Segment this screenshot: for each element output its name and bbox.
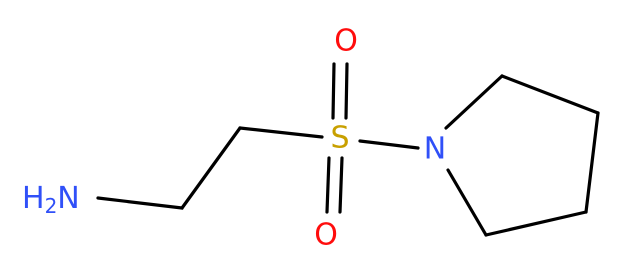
- atom-sulfur: S: [330, 121, 349, 156]
- bond-c1-c2: [180, 126, 242, 210]
- bond-layer: [96, 62, 600, 237]
- bond-amine-c1: [96, 196, 184, 210]
- atom-oxygen-top: O: [334, 24, 358, 59]
- bond-ring-r2-r3: [584, 111, 600, 214]
- bond-sulfur-oxygen-bottom-b: [338, 156, 344, 214]
- bond-sulfur-ring-nitrogen: [358, 139, 420, 150]
- bond-sulfur-oxygen-top-a: [331, 62, 336, 120]
- atom-amine: H2N: [22, 181, 80, 218]
- atom-amine-subscript: 2: [45, 194, 58, 218]
- atom-amine-n: N: [57, 181, 79, 216]
- bond-ring-r4-n: [446, 168, 488, 237]
- bond-c2-sulfur: [238, 126, 324, 139]
- atom-label-layer: H2N S O O N: [22, 24, 446, 253]
- bond-ring-r3-r4: [484, 210, 588, 237]
- bond-ring-n-r1: [444, 74, 504, 130]
- bond-sulfur-oxygen-top-b: [344, 62, 349, 120]
- atom-amine-h: H: [22, 181, 45, 216]
- atom-oxygen-bottom: O: [314, 218, 338, 253]
- atom-ring-nitrogen: N: [424, 132, 446, 167]
- bond-sulfur-oxygen-bottom-a: [325, 156, 331, 214]
- bond-ring-r1-r2: [500, 74, 600, 115]
